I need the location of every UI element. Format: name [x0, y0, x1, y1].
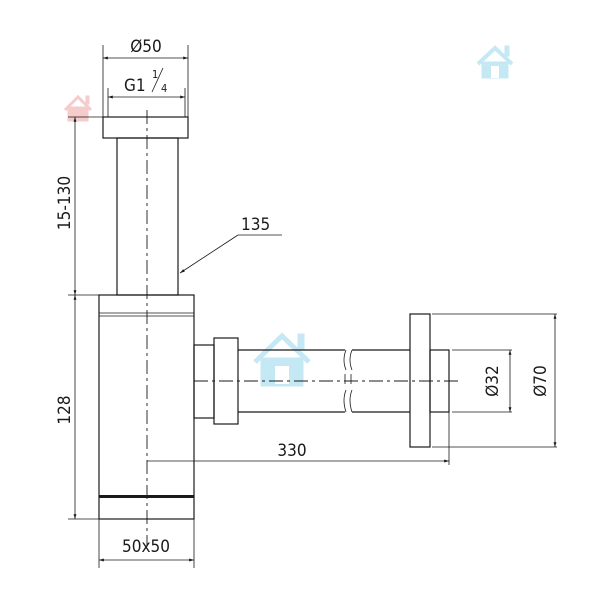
- dim-body-size: 50x50: [122, 537, 170, 557]
- wall-flange: [409, 313, 431, 448]
- dim-thread-den: 4: [161, 82, 167, 95]
- tube: [116, 137, 179, 296]
- dim-pipe-length: 330: [277, 441, 306, 461]
- dim-thread-num: 1: [152, 68, 158, 81]
- dim-pipe-diameter: Ø32: [483, 365, 503, 397]
- dim-flange-diameter: Ø70: [531, 365, 551, 397]
- dim-tube-length: 135: [241, 215, 270, 235]
- house-icon: [253, 332, 311, 387]
- dim-body-height: 128: [55, 395, 75, 424]
- dim-outer-diameter: Ø50: [130, 37, 162, 57]
- trap-body: [98, 294, 195, 520]
- top-cap: [102, 116, 189, 139]
- dim-thread: G1: [124, 76, 146, 96]
- house-icon: [476, 45, 514, 79]
- dim-height-adjust: 15-130: [55, 176, 75, 230]
- outlet-stub: [193, 344, 215, 419]
- house-icon: [63, 94, 93, 122]
